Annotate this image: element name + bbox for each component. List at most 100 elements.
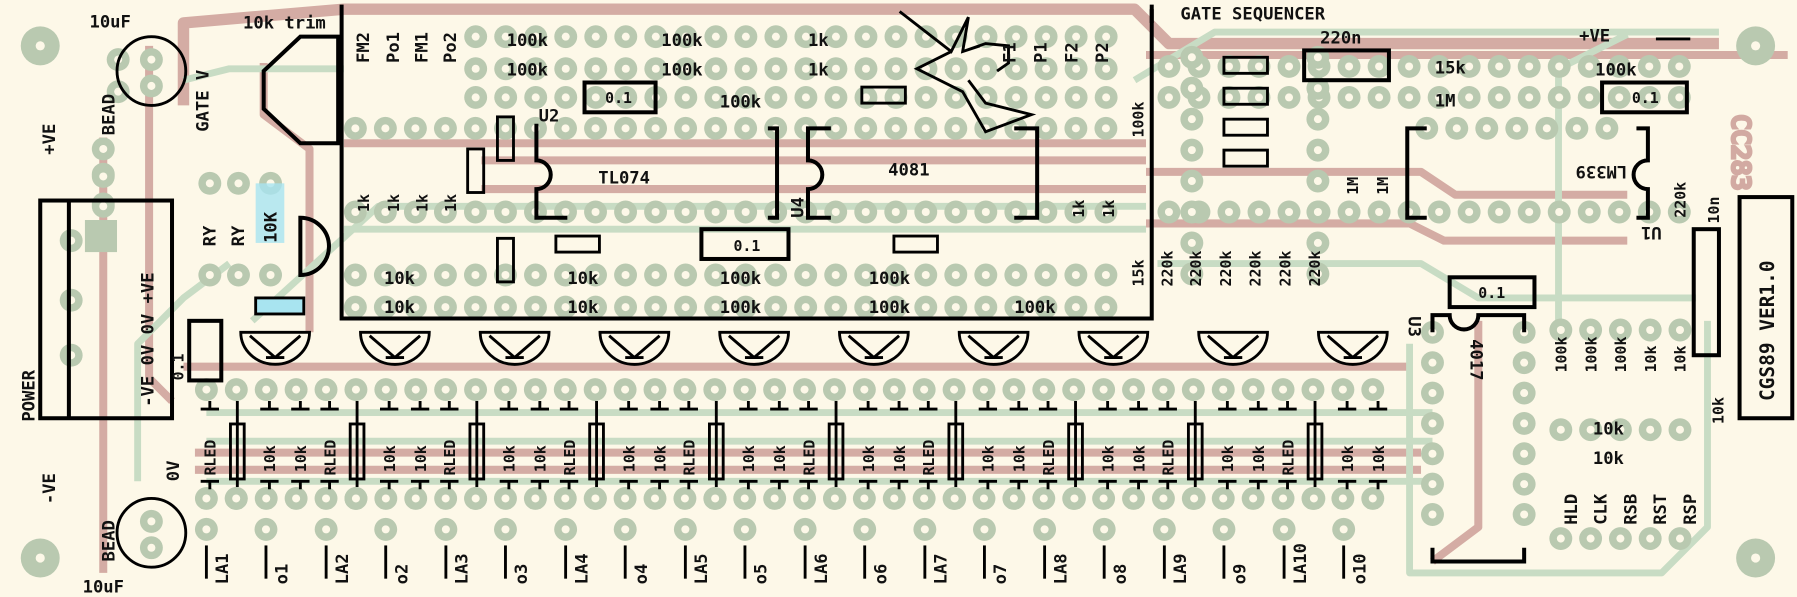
pad	[1667, 200, 1691, 224]
pad	[1002, 486, 1026, 510]
label-lm339: LM339	[1576, 161, 1628, 181]
pad	[824, 116, 848, 140]
pad	[1272, 517, 1296, 541]
pad	[314, 378, 338, 402]
label-fm1: FM1	[413, 32, 433, 63]
pad	[59, 343, 83, 367]
pad	[852, 486, 876, 510]
pad	[1577, 55, 1601, 78]
pad	[373, 116, 397, 140]
pad	[1306, 138, 1330, 162]
pad	[1306, 262, 1330, 286]
pad	[1505, 116, 1529, 140]
label-10k: 10k	[567, 298, 599, 318]
label-la: LA2	[333, 553, 353, 584]
label-1k: 1k	[1070, 200, 1088, 218]
pad	[734, 295, 758, 319]
pad	[1306, 200, 1330, 224]
pad	[1668, 527, 1692, 551]
pad	[198, 171, 222, 195]
transistor	[1197, 330, 1269, 366]
pad	[1004, 25, 1028, 49]
pad	[854, 116, 878, 140]
label-220k: 220k	[1276, 251, 1294, 287]
label-o: o1	[273, 564, 293, 585]
pad	[404, 378, 428, 402]
label-220n: 220n	[1320, 29, 1361, 49]
pad	[584, 116, 607, 140]
pad	[1277, 85, 1301, 109]
pad	[1157, 85, 1181, 109]
pad	[494, 85, 518, 109]
capacitor-box	[1447, 275, 1537, 310]
pad	[733, 378, 757, 402]
pad	[1094, 116, 1118, 140]
pad	[1638, 527, 1662, 551]
pad	[942, 378, 966, 402]
pad	[794, 25, 818, 49]
label-rled: RLED	[561, 440, 579, 476]
id-box	[1737, 195, 1795, 421]
transistor	[1077, 330, 1150, 366]
pad	[822, 378, 846, 402]
pad	[464, 378, 488, 402]
pad	[974, 57, 998, 81]
pad	[824, 200, 848, 224]
pad	[793, 378, 816, 402]
pad	[463, 200, 487, 224]
pad	[673, 378, 697, 402]
label-10k: 10k	[1710, 397, 1728, 424]
pad	[824, 295, 848, 319]
pad	[643, 378, 667, 402]
pad	[1062, 486, 1086, 510]
label-1k: 1k	[808, 61, 829, 81]
pad	[284, 486, 308, 510]
bird-logo	[898, 10, 1037, 134]
pad	[644, 200, 668, 224]
pad	[554, 517, 578, 541]
pad	[764, 25, 788, 49]
pad	[1034, 263, 1058, 287]
label-rled: RLED	[800, 440, 818, 476]
label-10k: 10k	[1593, 419, 1625, 439]
label-100k: 100k	[869, 269, 911, 289]
pad	[854, 295, 878, 319]
pad	[1337, 85, 1361, 109]
pad	[1180, 231, 1204, 255]
pads	[59, 25, 1692, 560]
pad	[524, 295, 547, 319]
pad	[1064, 263, 1088, 287]
ic-outline-u2	[534, 123, 568, 220]
label-u2: U2	[539, 106, 560, 126]
label-u1: U1	[1641, 222, 1662, 242]
pad	[139, 48, 163, 72]
pad	[764, 295, 788, 319]
pad	[614, 116, 638, 140]
pad	[1211, 486, 1235, 510]
pad	[343, 295, 367, 319]
label-zero: 0V	[164, 461, 184, 482]
pad	[403, 200, 427, 224]
label-r2: 10k	[532, 445, 550, 472]
pad	[403, 116, 427, 140]
label-bead-bottom: BEAD	[100, 520, 120, 561]
label-rled: RLED	[441, 440, 459, 476]
pad	[1180, 138, 1204, 162]
pad	[254, 486, 278, 510]
pad	[584, 25, 608, 49]
pad	[1064, 295, 1088, 319]
pad	[1064, 25, 1088, 49]
capacitor-outline	[115, 497, 188, 569]
pad	[91, 165, 115, 188]
label-100k: 100k	[720, 298, 762, 318]
pad	[912, 486, 936, 510]
pad	[704, 85, 728, 109]
label-o: o2	[392, 564, 412, 585]
pad	[1547, 55, 1571, 78]
pad	[464, 57, 488, 81]
pad	[1668, 318, 1692, 342]
pad	[523, 378, 547, 402]
